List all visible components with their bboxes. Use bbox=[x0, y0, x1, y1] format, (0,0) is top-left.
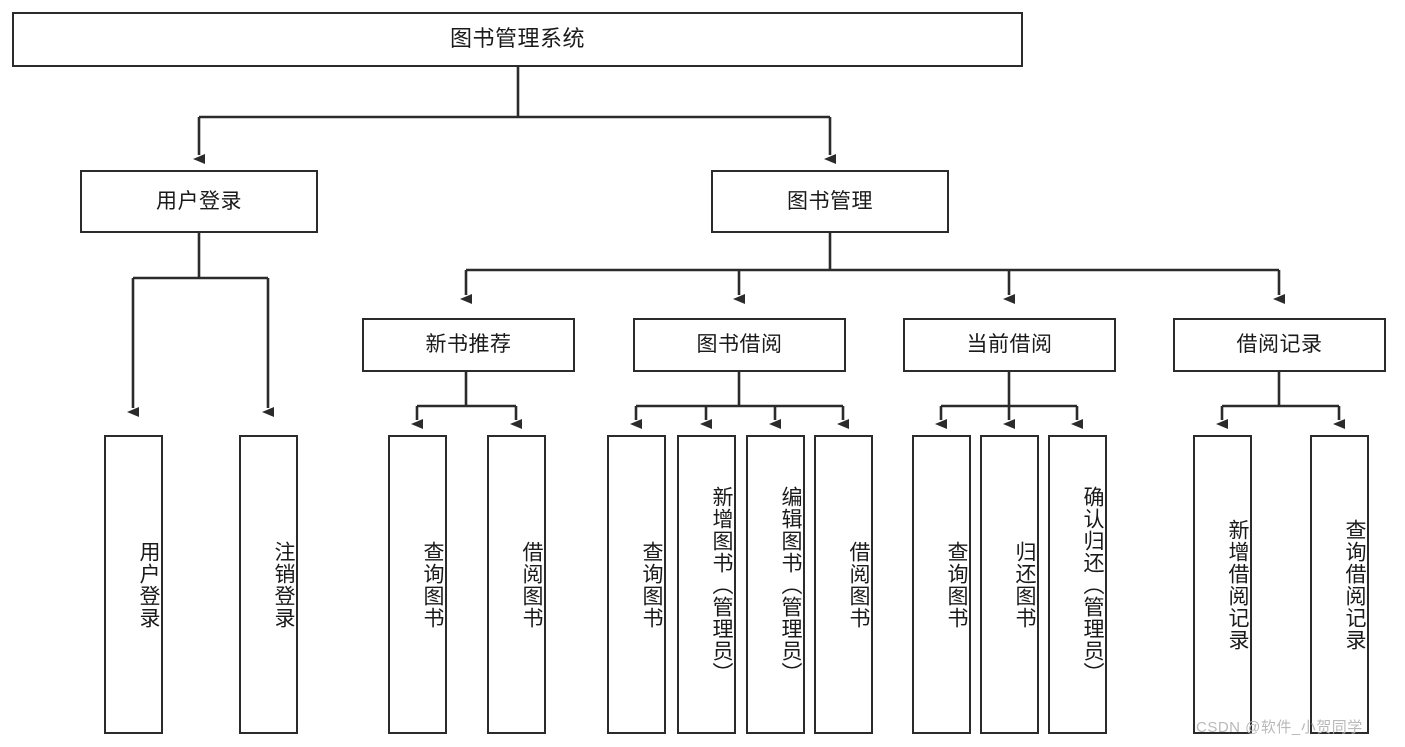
node-leaf-query-book-1[interactable]: 查询图书 bbox=[388, 435, 447, 734]
node-user-login[interactable]: 用户登录 bbox=[80, 170, 318, 233]
node-leaf-borrow-book-1-label: 借阅图书 bbox=[520, 540, 543, 629]
node-leaf-edit-book-label: 编辑图书（管理员） bbox=[779, 485, 802, 684]
node-leaf-logout-login[interactable]: 注销登录 bbox=[239, 435, 298, 734]
node-root[interactable]: 图书管理系统 bbox=[12, 12, 1023, 67]
node-leaf-query-record[interactable]: 查询借阅记录 bbox=[1310, 435, 1369, 734]
node-leaf-edit-book[interactable]: 编辑图书（管理员） bbox=[746, 435, 805, 734]
node-leaf-add-book-label: 新增图书（管理员） bbox=[710, 485, 733, 684]
node-leaf-query-book-3[interactable]: 查询图书 bbox=[912, 435, 971, 734]
node-leaf-add-record[interactable]: 新增借阅记录 bbox=[1193, 435, 1252, 734]
node-book-borrow[interactable]: 图书借阅 bbox=[633, 318, 846, 372]
node-leaf-user-login-label: 用户登录 bbox=[137, 540, 160, 629]
node-leaf-query-book-1-label: 查询图书 bbox=[421, 540, 444, 629]
node-new-book-recommend[interactable]: 新书推荐 bbox=[362, 318, 575, 372]
node-leaf-logout-login-label: 注销登录 bbox=[272, 540, 295, 629]
node-leaf-borrow-book-1[interactable]: 借阅图书 bbox=[487, 435, 546, 734]
csdn-watermark: CSDN @软件_小贺同学 bbox=[1196, 719, 1363, 736]
node-leaf-borrow-book-2-label: 借阅图书 bbox=[847, 540, 870, 629]
node-user-login-label: 用户登录 bbox=[156, 189, 242, 213]
node-book-borrow-label: 图书借阅 bbox=[696, 333, 783, 357]
node-borrow-record-label: 借阅记录 bbox=[1236, 333, 1323, 357]
node-leaf-add-book[interactable]: 新增图书（管理员） bbox=[677, 435, 736, 734]
node-leaf-query-book-2-label: 查询图书 bbox=[640, 540, 663, 629]
node-leaf-user-login[interactable]: 用户登录 bbox=[104, 435, 163, 734]
node-book-manage-label: 图书管理 bbox=[787, 189, 873, 213]
node-leaf-query-book-3-label: 查询图书 bbox=[945, 540, 968, 629]
node-current-borrow-label: 当前借阅 bbox=[966, 333, 1053, 357]
node-leaf-return-book-label: 归还图书 bbox=[1013, 540, 1036, 629]
node-borrow-record[interactable]: 借阅记录 bbox=[1173, 318, 1386, 372]
node-leaf-confirm-return-label: 确认归还（管理员） bbox=[1081, 485, 1104, 684]
node-leaf-query-book-2[interactable]: 查询图书 bbox=[607, 435, 666, 734]
node-current-borrow[interactable]: 当前借阅 bbox=[903, 318, 1116, 372]
node-leaf-return-book[interactable]: 归还图书 bbox=[980, 435, 1039, 734]
node-leaf-add-record-label: 新增借阅记录 bbox=[1226, 518, 1249, 651]
node-leaf-borrow-book-2[interactable]: 借阅图书 bbox=[814, 435, 873, 734]
node-leaf-query-record-label: 查询借阅记录 bbox=[1343, 518, 1366, 651]
node-root-label: 图书管理系统 bbox=[449, 26, 585, 52]
node-new-book-recommend-label: 新书推荐 bbox=[425, 333, 512, 357]
node-book-manage[interactable]: 图书管理 bbox=[711, 170, 949, 233]
node-leaf-confirm-return[interactable]: 确认归还（管理员） bbox=[1048, 435, 1107, 734]
